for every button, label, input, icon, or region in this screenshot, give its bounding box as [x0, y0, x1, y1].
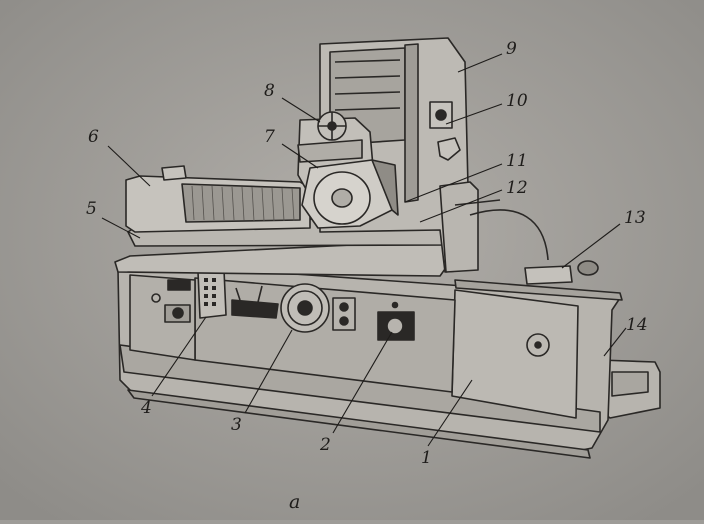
coolant-pipe	[454, 199, 501, 206]
callout-10: 10	[506, 91, 528, 111]
coolant-pump	[524, 265, 573, 285]
dial-hub	[297, 300, 313, 316]
leader-13	[561, 223, 621, 269]
chuck-face	[181, 183, 301, 223]
bed-foot	[127, 389, 591, 459]
handwheel-hub	[534, 341, 542, 349]
callout-7: 7	[264, 127, 275, 147]
leader-2	[332, 331, 393, 434]
callout-8: 8	[264, 81, 275, 101]
switch-block	[167, 279, 191, 291]
column-ribs	[334, 59, 401, 111]
panel-lamp	[391, 301, 399, 309]
column-guideway	[404, 43, 419, 203]
leader-lines	[101, 53, 627, 447]
leader-9	[457, 53, 503, 73]
dial-inner-ring	[287, 290, 323, 326]
callout-3: 3	[231, 415, 242, 435]
wheel-flange	[331, 188, 353, 208]
spindle-housing	[371, 159, 399, 216]
callout-11: 11	[506, 151, 528, 171]
callout-4: 4	[140, 398, 152, 418]
callout-9: 9	[506, 39, 517, 59]
callout-12: 12	[506, 178, 528, 198]
leader-8	[281, 97, 321, 123]
gauge-bottom	[339, 316, 349, 326]
chuck-lines	[191, 185, 295, 222]
pendant-buttons	[204, 278, 216, 306]
column-control-knob	[435, 109, 447, 121]
leader-7	[281, 143, 319, 169]
coolant-hose	[469, 209, 549, 261]
lever-cluster	[231, 299, 279, 319]
leader-11	[404, 163, 503, 203]
pump-motor	[577, 260, 599, 276]
figure-caption: a	[289, 491, 300, 513]
control-knob	[386, 317, 404, 335]
socket-hole	[172, 307, 184, 319]
callout-14: 14	[626, 315, 648, 335]
callout-labels: 1 2 3 4 5 6 7 8 9 10 11 12 13 14	[86, 39, 648, 468]
side-door-panel	[451, 289, 579, 419]
leader-1	[427, 379, 473, 447]
lever-1	[235, 287, 241, 301]
gauge-top	[339, 302, 349, 312]
leader-4	[151, 316, 207, 397]
left-front-panel	[129, 274, 196, 361]
column-valve	[437, 137, 461, 161]
leader-12	[419, 189, 503, 223]
wheel-head-slide	[297, 139, 363, 163]
callout-13: 13	[624, 208, 646, 228]
callout-2: 2	[319, 435, 331, 455]
gauge-housing	[332, 297, 356, 331]
lever-2	[257, 285, 263, 303]
column-base	[439, 181, 479, 273]
leader-14	[603, 327, 627, 357]
leader-6	[107, 145, 151, 187]
leader-5	[101, 217, 141, 239]
machine-drawing	[114, 37, 661, 459]
chuck-handle	[161, 165, 187, 181]
callout-1: 1	[421, 448, 432, 468]
coolant-tank-panel	[611, 371, 649, 397]
leader-3	[244, 329, 293, 414]
leader-10	[445, 103, 503, 125]
right-rail	[454, 279, 623, 301]
callout-5: 5	[86, 199, 97, 219]
callout-6: 6	[88, 127, 99, 147]
left-indicator	[151, 293, 161, 303]
